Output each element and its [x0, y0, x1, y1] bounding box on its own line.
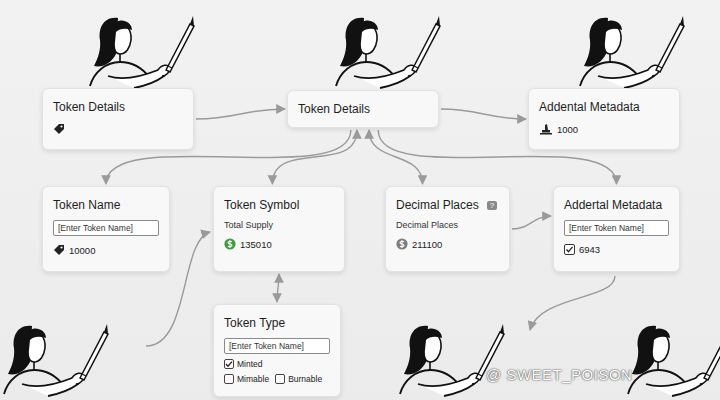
value-row: 135010 [224, 238, 334, 250]
connector-arrow [369, 130, 422, 184]
box-title: Token Name [53, 198, 120, 212]
value-icon [564, 244, 575, 255]
person-drawing [336, 16, 440, 88]
title-row: Token Details [298, 99, 428, 117]
value-row: 10000 [53, 244, 159, 256]
input-field: [Enter Token Name] [224, 338, 330, 354]
box-title: Token Type [224, 316, 285, 330]
value-icon [396, 238, 408, 250]
connector-arrow [441, 109, 526, 119]
checkbox-option: Mimable [224, 374, 269, 384]
title-row: Token Type [224, 313, 330, 331]
value-number: 1000 [557, 124, 578, 135]
title-row: Addertal Metadata [564, 195, 669, 213]
process-box: Addertal Metadata [Enter Token Name] 6943 [553, 186, 680, 272]
value-number: 6943 [579, 244, 600, 255]
connector-arrow [512, 216, 551, 229]
process-box: Token SymbolTotal Supply 135010 [213, 186, 345, 272]
value-icon [53, 244, 65, 256]
value-icon [539, 123, 553, 135]
box-title: Token Details [298, 102, 370, 116]
icon-row [53, 123, 183, 135]
box-title: Addertal Metadata [564, 198, 662, 212]
value-row: 1000 [539, 123, 669, 135]
title-row: Token Name [53, 195, 159, 213]
tag-icon [53, 123, 65, 135]
title-row: Decimal Places? [396, 195, 499, 213]
person-drawing [90, 16, 194, 88]
box-title: Token Details [53, 100, 125, 114]
person-drawing [580, 16, 684, 88]
value-row: 211100 [396, 238, 499, 250]
process-box: Token Type [Enter Token Name] MintedMimabl… [213, 304, 341, 397]
person-drawing [4, 324, 108, 396]
value-row: 6943 [564, 244, 669, 255]
checkbox [224, 359, 234, 369]
process-box: Decimal Places?Decimal Places211100 [385, 186, 510, 272]
input-field: [Enter Token Name] [564, 220, 669, 236]
box-title: Token Symbol [224, 198, 299, 212]
value-number: 10000 [69, 245, 95, 256]
watermark: @ SWEET_POISON [486, 366, 632, 383]
connector-arrow [277, 274, 279, 302]
checkbox-option: Minted [224, 359, 324, 369]
process-box: Token Details [42, 88, 194, 150]
connector-arrow [272, 130, 357, 184]
checkbox [275, 374, 285, 384]
process-box: Token Name [Enter Token Name] 10000 [42, 186, 170, 272]
value-number: 135010 [240, 239, 272, 250]
leader-arrow [530, 276, 615, 330]
value-number: 211100 [412, 239, 442, 250]
title-row: Token Symbol [224, 195, 334, 213]
field-label: Decimal Places [396, 220, 499, 230]
checkbox-label: Mimable [237, 374, 269, 384]
title-row: Token Details [53, 97, 183, 115]
help-badge: ? [487, 201, 497, 210]
connector-arrow [196, 109, 285, 119]
checkbox-option: Burnable [275, 374, 322, 384]
box-title: Addental Metadata [539, 100, 640, 114]
checkbox-label: Minted [237, 359, 263, 369]
checkbox-label: Burnable [288, 374, 322, 384]
input-field: [Enter Token Name] [53, 220, 159, 236]
checkbox [224, 374, 234, 384]
field-label: Total Supply [224, 220, 334, 230]
box-title: Decimal Places [396, 198, 479, 212]
process-box: Addental Metadata 1000 [528, 88, 680, 150]
process-box: Token Details [287, 90, 439, 128]
title-row: Addental Metadata [539, 97, 669, 115]
value-icon [224, 238, 236, 250]
person-drawing [628, 324, 720, 396]
person-drawing [400, 324, 504, 396]
